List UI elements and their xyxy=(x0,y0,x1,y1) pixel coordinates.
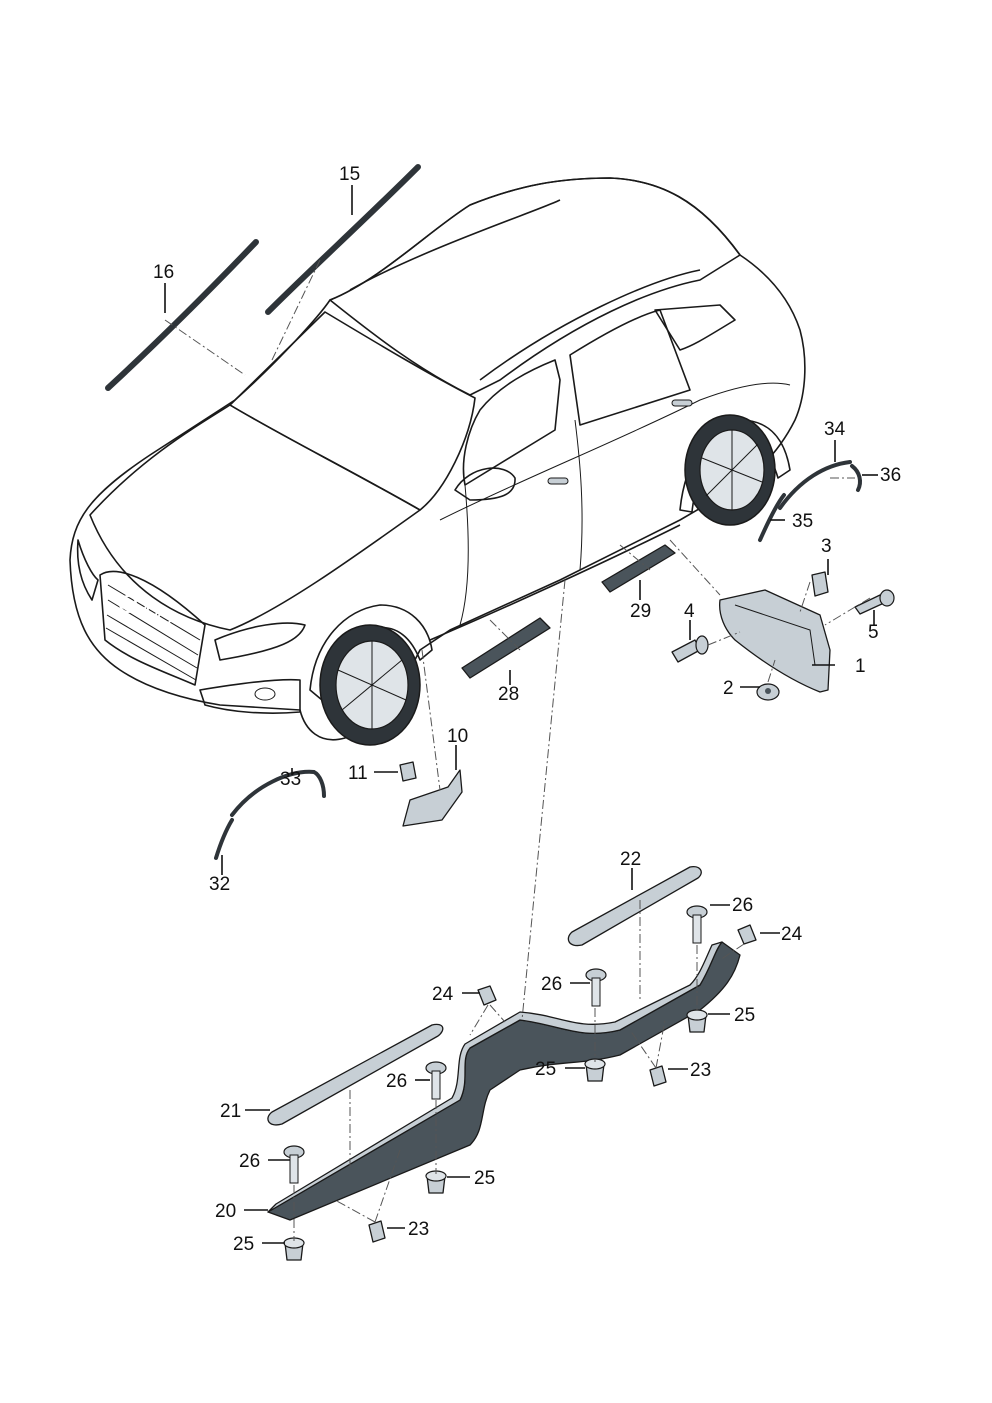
callout-labels: 15 16 1 2 3 4 5 34 36 35 29 28 10 11 33 … xyxy=(153,164,901,1255)
side-mirror xyxy=(454,467,516,501)
rear-wheel-spokes xyxy=(701,430,763,510)
part-26-screw-c xyxy=(425,1061,447,1100)
part-29-sill-trim xyxy=(601,544,676,593)
part-2-nut xyxy=(756,683,780,701)
callout-29: 29 xyxy=(630,601,651,622)
quarter-window xyxy=(654,304,736,351)
door-seam-front xyxy=(459,484,469,626)
part-5-screw xyxy=(854,589,895,615)
lower-bumper xyxy=(199,678,301,714)
part-24-clip-a xyxy=(477,985,497,1006)
part-3-clip xyxy=(811,571,829,597)
part-25-nut-b xyxy=(584,1058,606,1082)
parts xyxy=(105,164,895,1261)
vehicle-illustration xyxy=(69,177,806,746)
callout-26-c: 26 xyxy=(386,1071,407,1092)
grille xyxy=(99,570,206,686)
callout-35: 35 xyxy=(792,511,813,532)
fog-lamp xyxy=(254,687,276,701)
callout-10: 10 xyxy=(447,726,468,747)
roof-rail xyxy=(349,199,561,291)
callout-2: 2 xyxy=(723,678,734,699)
body-crease xyxy=(439,382,791,521)
callout-5: 5 xyxy=(868,622,879,643)
callout-leaders xyxy=(164,185,878,1244)
part-15-roof-molding xyxy=(265,164,421,315)
grille-bars xyxy=(105,584,201,681)
headlight-left xyxy=(76,539,99,601)
windshield xyxy=(229,311,476,511)
part-22-sill-strip xyxy=(567,866,702,947)
audi-rings-logo xyxy=(119,595,173,625)
callout-25-c: 25 xyxy=(474,1168,495,1189)
callout-33: 33 xyxy=(280,769,301,790)
callout-4: 4 xyxy=(684,601,695,622)
part-23-clip-a xyxy=(649,1065,667,1087)
callout-3: 3 xyxy=(821,536,832,557)
callout-26-b: 26 xyxy=(541,974,562,995)
rear-side-window xyxy=(569,309,691,426)
part-33-arch-trim xyxy=(230,769,326,817)
roof-rail-rear xyxy=(479,269,701,381)
callout-20: 20 xyxy=(215,1201,236,1222)
callout-36: 36 xyxy=(880,465,901,486)
part-23-clip-b xyxy=(368,1220,386,1243)
part-35-arch-trim xyxy=(758,493,786,542)
callout-22: 22 xyxy=(620,849,641,870)
door-handle-rear xyxy=(671,399,693,407)
part-1-mud-flap xyxy=(719,589,831,693)
part-25-nut-d xyxy=(283,1237,305,1261)
door-seam-middle xyxy=(574,419,583,571)
part-16-roof-molding xyxy=(105,239,259,391)
callout-26-a: 26 xyxy=(732,895,753,916)
door-handle-front xyxy=(547,477,569,485)
callout-34: 34 xyxy=(824,419,846,440)
part-26-screw-a xyxy=(686,905,708,944)
callout-25-a: 25 xyxy=(734,1005,755,1026)
part-10-arch-extension xyxy=(402,769,463,827)
callout-15: 15 xyxy=(339,164,360,185)
callout-23-b: 23 xyxy=(408,1219,429,1240)
part-25-nut-a xyxy=(686,1009,708,1033)
part-34-arch-trim xyxy=(778,460,852,510)
front-wheel-spokes xyxy=(337,641,407,729)
callout-1: 1 xyxy=(855,656,866,677)
part-21-sill-strip xyxy=(267,1023,444,1126)
assembly-lines xyxy=(164,259,871,1241)
rocker-panel xyxy=(429,524,681,641)
callout-25-d: 25 xyxy=(233,1234,254,1255)
callout-28: 28 xyxy=(498,684,519,705)
part-11-clip xyxy=(399,761,417,782)
part-26-screw-b xyxy=(585,968,607,1007)
hood xyxy=(89,404,421,631)
part-24-clip-b xyxy=(737,924,757,945)
callout-21: 21 xyxy=(220,1101,241,1122)
callout-25-b: 25 xyxy=(535,1059,556,1080)
callout-24-b: 24 xyxy=(781,924,803,945)
callout-26-d: 26 xyxy=(239,1151,260,1172)
part-28-sill-trim xyxy=(461,617,551,679)
callout-24-a: 24 xyxy=(432,984,454,1005)
part-26-screw-d xyxy=(283,1145,305,1184)
callout-23-a: 23 xyxy=(690,1060,711,1081)
part-20-sill-panel-face xyxy=(267,941,723,1213)
callout-16: 16 xyxy=(153,262,174,283)
headlight-right xyxy=(214,622,306,661)
front-side-window xyxy=(462,359,561,486)
callout-11: 11 xyxy=(348,763,368,784)
callout-32: 32 xyxy=(209,874,230,895)
part-25-nut-c xyxy=(425,1170,447,1194)
part-36-arch-end xyxy=(850,464,862,492)
part-32-arch-trim xyxy=(214,818,234,860)
